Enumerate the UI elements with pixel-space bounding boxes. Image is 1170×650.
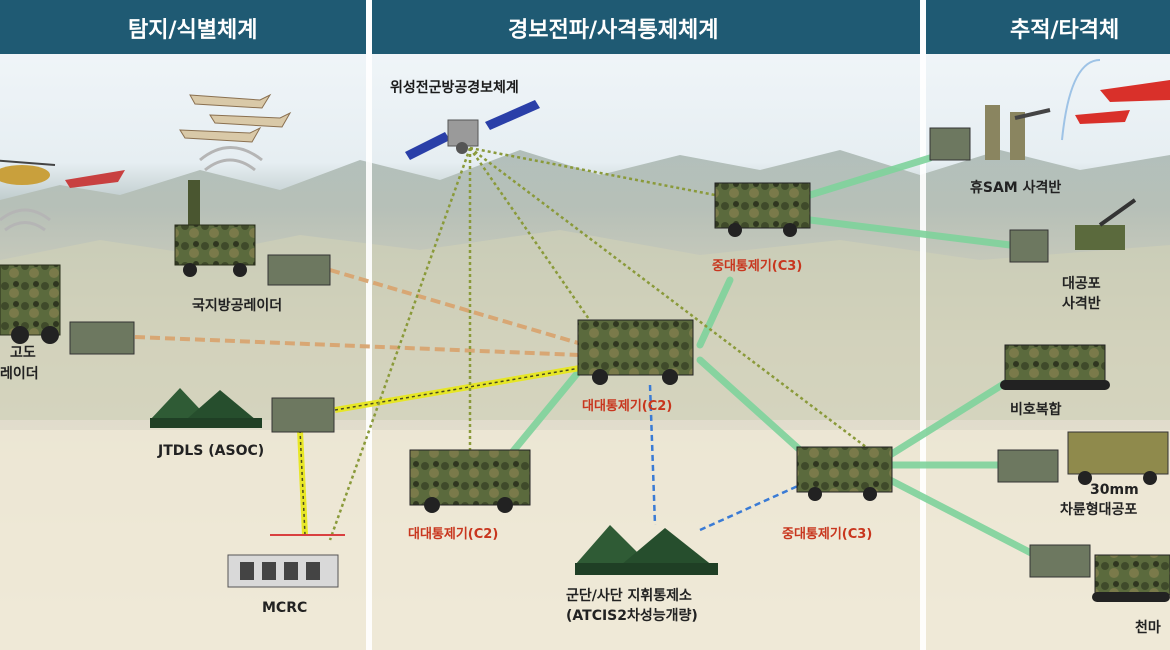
comms-box-icon — [267, 254, 331, 286]
link-c3right-cheonma — [886, 476, 1039, 559]
truck-icon — [577, 319, 694, 385]
helicopter-icon — [0, 159, 56, 185]
truck-icon — [796, 446, 893, 501]
satellite-links — [328, 146, 871, 541]
link-corps-c3right — [699, 483, 801, 532]
link-c2-c2left — [506, 366, 584, 459]
header-track: 추적/타격체 — [1010, 18, 1119, 43]
header-warn: 경보전파/사격통제체계 — [508, 18, 718, 43]
green-links — [506, 154, 1039, 559]
label-mcrc: MCRC — [262, 600, 307, 616]
label-30mm-1: 30mm — [1090, 482, 1139, 498]
cheonma-icon — [1029, 544, 1170, 602]
label-comp-c3-top: 중대통제기(C3) — [712, 259, 802, 274]
link-c3right-biho — [886, 376, 1014, 459]
label-cheonma: 천마 — [1135, 620, 1161, 636]
link-c2-c3top — [696, 276, 734, 349]
comms-box-icon — [69, 321, 135, 355]
label-local-radar: 국지방공레이더 — [192, 297, 282, 314]
label-bn-c2-left: 대대통제기(C2) — [408, 527, 498, 542]
label-corps-1: 군단/사단 지휘통제소 — [566, 587, 692, 604]
label-aa-gun-1: 대공포 — [1062, 276, 1101, 292]
label-biho: 비호복합 — [1010, 401, 1062, 418]
aa-gun-icon — [1009, 198, 1137, 263]
label-corps-2: (ATCIS2차성능개량) — [566, 608, 698, 624]
label-low-radar-1: 고도 — [10, 345, 36, 361]
link-jtdls-c2 — [334, 365, 581, 413]
link-c2-corps — [648, 384, 657, 526]
truck-icon — [409, 449, 531, 513]
header-bar-track — [926, 0, 1170, 54]
link-c3top-aagun — [806, 216, 1014, 249]
column-separator-1 — [366, 0, 372, 650]
yellow-links — [297, 365, 581, 536]
low-radar-vehicle-icon — [0, 264, 61, 344]
label-jtdls: JTDLS (ASOC) — [157, 443, 264, 459]
enemy-aircraft-icon — [1061, 59, 1170, 141]
link-c3top-sam — [806, 154, 934, 199]
building-icon — [227, 534, 345, 588]
header-bar-warn — [372, 0, 920, 54]
label-bn-c2-center: 대대통제기(C2) — [582, 399, 672, 414]
label-satellite: 위성전군방공경보체계 — [390, 79, 519, 96]
link-c2-c3right — [696, 356, 804, 454]
label-comp-c3-right: 중대통제기(C3) — [782, 527, 872, 542]
drone-icon — [65, 170, 125, 188]
aircraft-formation-icon — [179, 93, 292, 143]
truck-icon — [714, 182, 811, 237]
radar-vehicle-icon — [174, 180, 256, 277]
label-30mm-2: 차륜형대공포 — [1060, 501, 1137, 518]
label-sam: 휴SAM 사격반 — [970, 179, 1061, 196]
wheeled-aa-icon — [997, 431, 1169, 485]
radar-wave-icon — [0, 146, 263, 232]
column-separator-2 — [920, 0, 926, 650]
sam-team-icon — [929, 105, 1051, 161]
label-low-radar-2: 레이더 — [0, 365, 39, 382]
link-sat-c2 — [468, 147, 602, 336]
tent-icon — [575, 525, 718, 575]
header-bar-detect — [0, 0, 366, 54]
blue-links — [648, 384, 801, 532]
link-jtdls-mcrc — [297, 429, 308, 536]
comms-box-icon — [271, 397, 335, 433]
label-aa-gun-2: 사격반 — [1062, 295, 1101, 312]
satellite-icon — [405, 100, 540, 160]
tracked-vehicle-icon — [1000, 344, 1110, 390]
header-detect: 탐지/식별체계 — [128, 18, 257, 43]
tent-icon — [150, 388, 262, 428]
